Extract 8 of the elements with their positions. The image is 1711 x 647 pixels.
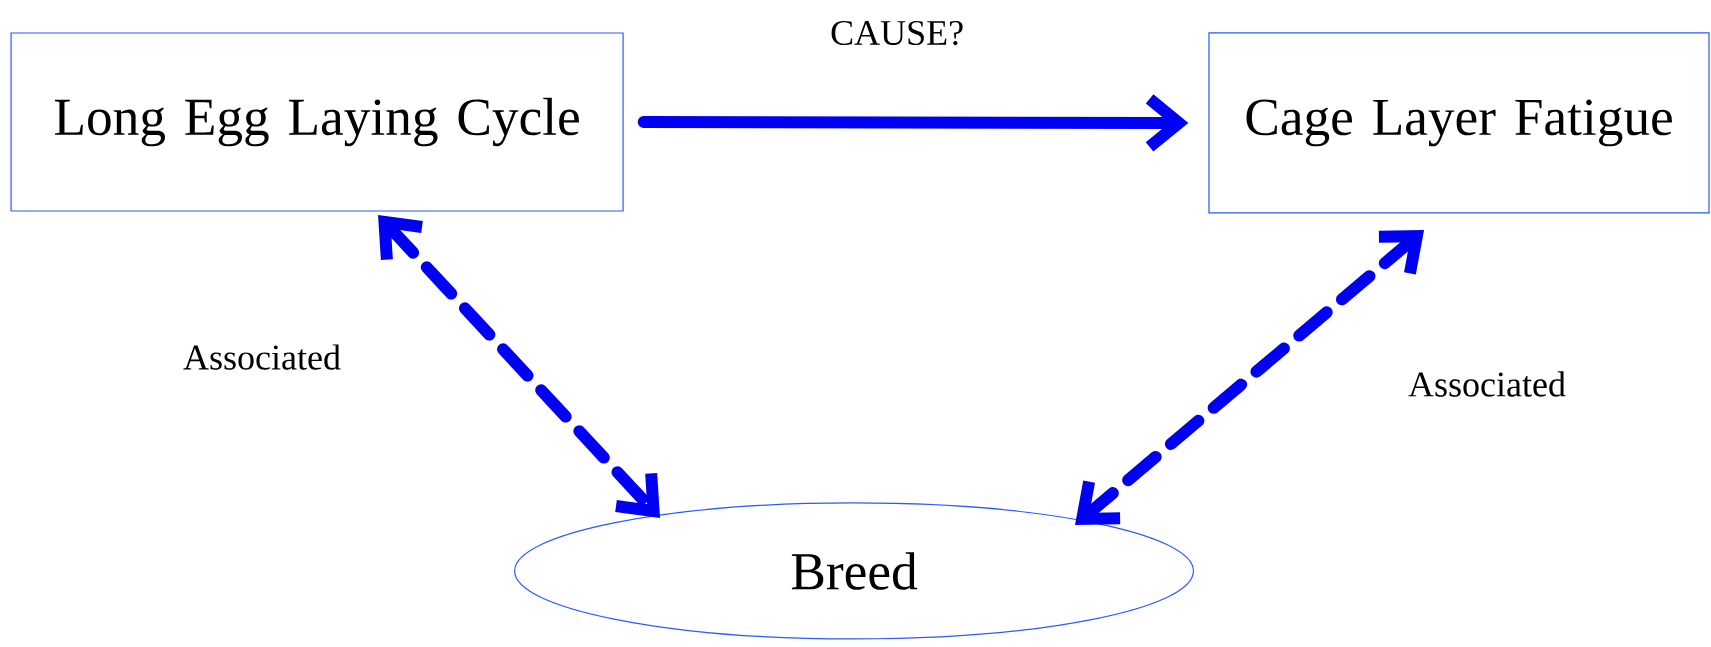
edge-label: CAUSE?: [827, 18, 967, 48]
edge-label: Associated: [180, 341, 344, 373]
process-box: Cage Layer Fatigue: [1208, 32, 1710, 214]
edge-label: Associated: [1405, 368, 1569, 400]
arrow: [378, 214, 661, 519]
process-box: Long Egg Laying Cycle: [10, 32, 624, 212]
arrow: [1075, 230, 1425, 526]
arrow: [637, 94, 1189, 152]
